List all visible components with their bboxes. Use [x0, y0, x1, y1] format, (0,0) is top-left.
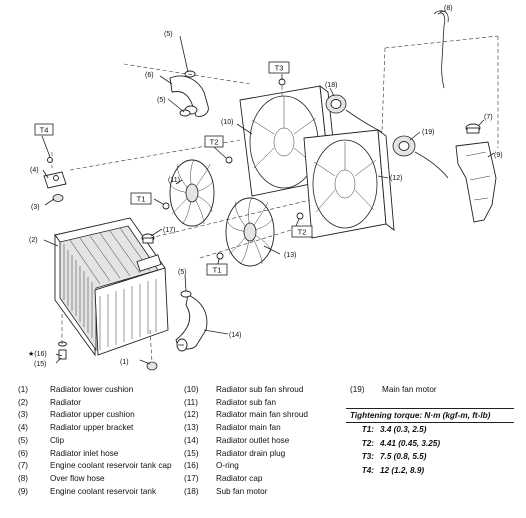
o-ring	[58, 341, 67, 347]
legend-item: (18)Sub fan motor	[184, 486, 268, 496]
legend-item: (9)Engine coolant reservoir tank	[18, 486, 157, 496]
exploded-view-diagram: T4 T3 T2 T2 T1 T1 (1) (2) (3) (4) (5) (5…	[28, 5, 503, 371]
radiator-inlet-hose	[169, 75, 209, 117]
leader-lines	[41, 10, 495, 365]
svg-text:T1: T1	[213, 266, 222, 275]
legend-item: (13)Radiator main fan	[184, 423, 281, 433]
callout-18: (18)	[325, 82, 337, 89]
legend-item: (11)Radiator sub fan	[184, 397, 277, 407]
engine-coolant-reservoir-tank-cap	[465, 123, 481, 134]
legend-item: (14)Radiator outlet hose	[184, 435, 290, 445]
radiator-main-fan-shroud	[303, 129, 395, 239]
torque-table-title: Tightening torque: N·m (kgf-m, ft-lb)	[346, 408, 514, 423]
callout-5-low: (5)	[178, 269, 187, 276]
clip-upper-a	[184, 70, 196, 78]
main-fan-motor	[392, 135, 449, 179]
bolt-t1-lower	[216, 252, 224, 260]
torque-row: T2:4.41 (0.45, 3.25)	[361, 438, 441, 448]
bolt-t4	[47, 157, 53, 163]
svg-text:T2: T2	[298, 228, 307, 237]
callout-14: (14)	[229, 332, 241, 339]
legend-item: (6)Radiator inlet hose	[18, 448, 119, 458]
radiator-main-fan	[225, 197, 275, 267]
legend-item: (17)Radiator cap	[184, 473, 263, 483]
callout-12: (12)	[390, 175, 402, 182]
callout-13: (13)	[284, 252, 296, 259]
legend-item: (16)O-ring	[184, 461, 239, 471]
callout-4: (4)	[30, 167, 39, 174]
torque-row: T4:12 (1.2, 8.9)	[361, 465, 425, 475]
callout-2: (2)	[29, 237, 38, 244]
radiator-drain-plug	[58, 349, 67, 360]
torque-tag-t1-lower: T1	[206, 263, 228, 276]
callout-11: (11)	[168, 177, 180, 184]
legend-item: (12)Radiator main fan shroud	[184, 410, 308, 420]
parts-legend-column-2: (10)Radiator sub fan shroud (11)Radiator…	[184, 384, 308, 498]
bolt-t2-upper	[225, 156, 233, 164]
over-flow-hose	[433, 10, 449, 89]
radiator-outlet-hose	[175, 294, 208, 352]
legend-item: (8)Over flow hose	[18, 473, 105, 483]
parts-legend-column-3: (19)Main fan motor	[350, 384, 437, 397]
torque-tag-t4: T4	[34, 123, 54, 136]
svg-text:T2: T2	[210, 138, 219, 147]
legend-item: (10)Radiator sub fan shroud	[184, 385, 304, 394]
torque-tag-t2-lower: T2	[291, 225, 313, 238]
legend-item: (15)Radiator drain plug	[184, 448, 286, 458]
bolt-t1-upper	[162, 202, 170, 210]
svg-text:T4: T4	[40, 126, 49, 135]
callout-3: (3)	[31, 204, 40, 211]
callout-5-top: (5)	[164, 31, 173, 38]
callout-17: (17)	[163, 227, 175, 234]
callout-8: (8)	[444, 5, 453, 12]
legend-item: (19)Main fan motor	[350, 385, 437, 394]
legend-item: (1)Radiator lower cushion	[18, 385, 134, 394]
radiator-upper-bracket	[43, 171, 67, 189]
parts-legend-column-1: (1)Radiator lower cushion (2)Radiator (3…	[18, 384, 172, 498]
tightening-torque-table: Tightening torque: N·m (kgf-m, ft-lb) T1…	[346, 408, 514, 477]
torque-row: T1:3.4 (0.3, 2.5)	[361, 425, 427, 434]
radiator-upper-cushion	[52, 194, 64, 202]
torque-tag-t3: T3	[268, 61, 290, 74]
radiator	[54, 217, 169, 357]
legend-item: (7)Engine coolant reservoir tank cap	[18, 461, 172, 471]
legend-item: (3)Radiator upper cushion	[18, 410, 135, 420]
legend-item: (2)Radiator	[18, 397, 81, 407]
callout-9: (9)	[494, 152, 503, 159]
legend-item: (5)Clip	[18, 435, 65, 445]
torque-tag-t1-upper: T1	[130, 192, 152, 205]
sub-fan-motor	[325, 94, 383, 133]
engine-coolant-reservoir-tank	[455, 141, 497, 223]
callout-6: (6)	[145, 72, 154, 79]
torque-tag-t2-upper: T2	[204, 135, 224, 148]
callout-1: (1)	[120, 359, 129, 366]
svg-text:T1: T1	[137, 195, 146, 204]
svg-text:T3: T3	[275, 64, 284, 73]
callout-15: (15)	[34, 361, 46, 368]
clip-lower	[180, 290, 192, 298]
bolt-t2-lower	[296, 212, 304, 220]
callout-10: (10)	[221, 119, 233, 126]
callout-19: (19)	[422, 129, 434, 136]
callout-7: (7)	[484, 114, 493, 121]
clip-upper-b	[179, 109, 191, 117]
callout-16: ★(16)	[28, 350, 47, 358]
torque-row: T3:7.5 (0.8, 5.5)	[361, 452, 427, 462]
assembly-guide-lines	[51, 35, 499, 363]
legend-item: (4)Radiator upper bracket	[18, 423, 134, 433]
callout-5-mid: (5)	[157, 97, 166, 104]
callout-labels: (1) (2) (3) (4) (5) (5) (5) (6) (7) (8) …	[28, 5, 503, 368]
radiator-sub-fan	[169, 159, 215, 227]
